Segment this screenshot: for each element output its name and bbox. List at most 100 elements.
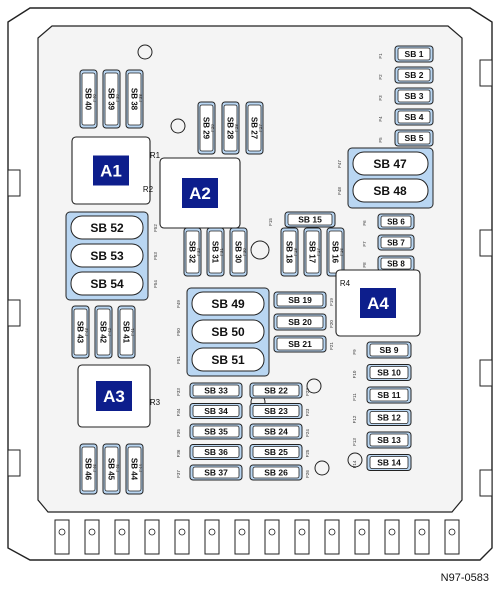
fuse-window — [369, 456, 409, 469]
relay-tag: R1 — [150, 151, 161, 160]
fuse-window — [70, 243, 144, 268]
fuse-sb50[interactable]: SB 50 — [191, 319, 265, 344]
fuse-sb39[interactable]: SB 39 — [102, 69, 121, 129]
fuse-code: F26 — [305, 470, 310, 478]
fuse-window — [223, 104, 238, 152]
fuse-window — [305, 230, 320, 274]
fuse-window — [104, 446, 119, 492]
fuse-sb3[interactable]: SB 3 — [394, 87, 434, 105]
relay-label: A4 — [367, 294, 389, 313]
fuse-code: F3 — [378, 95, 383, 101]
fuse-code: F40 — [92, 94, 97, 102]
fuse-sb52[interactable]: SB 52 — [70, 215, 144, 240]
fuse-sb36[interactable]: SB 36 — [189, 444, 243, 460]
fuse-code: F13 — [352, 438, 357, 446]
fuse-label: SB 54 — [90, 277, 124, 291]
fuse-sb9[interactable]: SB 9 — [366, 341, 412, 359]
fuse-label: SB 8 — [387, 259, 405, 268]
fuse-sb30[interactable]: SB 30 — [229, 227, 248, 277]
fuse-sb41[interactable]: SB 41 — [117, 305, 136, 359]
fuse-window — [192, 446, 240, 458]
fuse-sb24[interactable]: SB 24 — [249, 423, 303, 440]
fuse-label: SB 47 — [373, 157, 407, 171]
fuse-code: F12 — [352, 415, 357, 423]
relay-badge — [96, 381, 132, 411]
fuse-sb44[interactable]: SB 44 — [125, 443, 144, 495]
fuse-sb13[interactable]: SB 13 — [366, 431, 412, 449]
fuse-sb47[interactable]: SB 47 — [352, 151, 429, 176]
fuse-sb23[interactable]: SB 23 — [249, 403, 303, 419]
fuse-sb35[interactable]: SB 35 — [189, 423, 243, 440]
pin-hole — [358, 528, 366, 536]
pin-hole — [118, 528, 126, 536]
fuse-sb10[interactable]: SB 10 — [366, 364, 412, 381]
fuse-label: SB 24 — [264, 427, 288, 437]
fuse-sb48[interactable]: SB 48 — [352, 178, 429, 203]
fuse-sb29[interactable]: SB 29 — [197, 101, 216, 155]
fuse-sb45[interactable]: SB 45 — [102, 443, 121, 495]
fuse-sb2[interactable]: SB 2 — [394, 66, 434, 84]
pin-hole — [178, 528, 186, 536]
fuse-sb40[interactable]: SB 40 — [79, 69, 98, 129]
fuse-label: SB 15 — [298, 215, 322, 225]
fuse-sb27[interactable]: SB 27 — [245, 101, 264, 155]
fuse-sb8[interactable]: SB 8 — [377, 255, 415, 272]
fuse-sb14[interactable]: SB 14 — [366, 454, 412, 471]
fuse-sb20[interactable]: SB 20 — [273, 313, 327, 331]
fuse-sb33[interactable]: SB 33 — [189, 382, 243, 399]
connector-pin — [324, 519, 340, 555]
fuse-sb18[interactable]: SB 18 — [280, 227, 299, 277]
fuse-sb38[interactable]: SB 38 — [125, 69, 144, 129]
fuse-sb11[interactable]: SB 11 — [366, 386, 412, 404]
fuse-window — [192, 466, 240, 479]
fuse-sb31[interactable]: SB 31 — [206, 227, 225, 277]
fuse-sb34[interactable]: SB 34 — [189, 403, 243, 419]
fuse-sb12[interactable]: SB 12 — [366, 409, 412, 426]
fuse-sb16[interactable]: SB 16 — [326, 227, 345, 277]
fuse-window — [81, 446, 96, 492]
connector-pin — [204, 519, 220, 555]
screw-icon — [250, 240, 270, 260]
pin-hole — [448, 528, 456, 536]
fuse-sb49[interactable]: SB 49 — [191, 291, 265, 316]
fuse-sb21[interactable]: SB 21 — [273, 335, 327, 353]
fuse-window — [369, 343, 409, 357]
fuse-sb17[interactable]: SB 17 — [303, 227, 322, 277]
fuse-sb42[interactable]: SB 42 — [94, 305, 113, 359]
fuse-sb19[interactable]: SB 19 — [273, 291, 327, 309]
fuse-label: SB 51 — [211, 353, 245, 367]
fuse-label: SB 50 — [211, 325, 245, 339]
fuse-code: F1 — [378, 53, 383, 59]
fuse-sb6[interactable]: SB 6 — [377, 213, 415, 230]
fuse-sb28[interactable]: SB 28 — [221, 101, 240, 155]
fuse-label: SB 33 — [204, 386, 228, 396]
fuse-sb26[interactable]: SB 26 — [249, 464, 303, 481]
relay-label: A2 — [189, 184, 211, 203]
fuse-sb22[interactable]: SB 22 — [249, 382, 303, 399]
fuse-sb32[interactable]: SB 32 — [183, 227, 202, 277]
fuse-sb4[interactable]: SB 4 — [394, 108, 434, 126]
fuse-sb15[interactable]: SB 15 — [284, 211, 336, 228]
fuse-sb43[interactable]: SB 43 — [71, 305, 90, 359]
fuse-code: F53 — [153, 252, 158, 260]
fuse-window — [287, 213, 333, 226]
fuse-sb54[interactable]: SB 54 — [70, 271, 144, 296]
relay-badge — [93, 155, 129, 186]
fuse-sb5[interactable]: SB 5 — [394, 129, 434, 147]
fuse-code: F14 — [352, 460, 357, 468]
fuse-sb25[interactable]: SB 25 — [249, 444, 303, 460]
fuse-window — [397, 131, 431, 145]
fuse-sb7[interactable]: SB 7 — [377, 234, 415, 251]
fuse-sb51[interactable]: SB 51 — [191, 347, 265, 372]
fuse-code: F9 — [352, 349, 357, 355]
fuse-sb37[interactable]: SB 37 — [189, 464, 243, 481]
fuse-sb53[interactable]: SB 53 — [70, 243, 144, 268]
fuse-code: F7 — [362, 241, 367, 247]
fuse-sb1[interactable]: SB 1 — [394, 45, 434, 63]
fuse-sb46[interactable]: SB 46 — [79, 443, 98, 495]
fuse-window — [397, 89, 431, 103]
